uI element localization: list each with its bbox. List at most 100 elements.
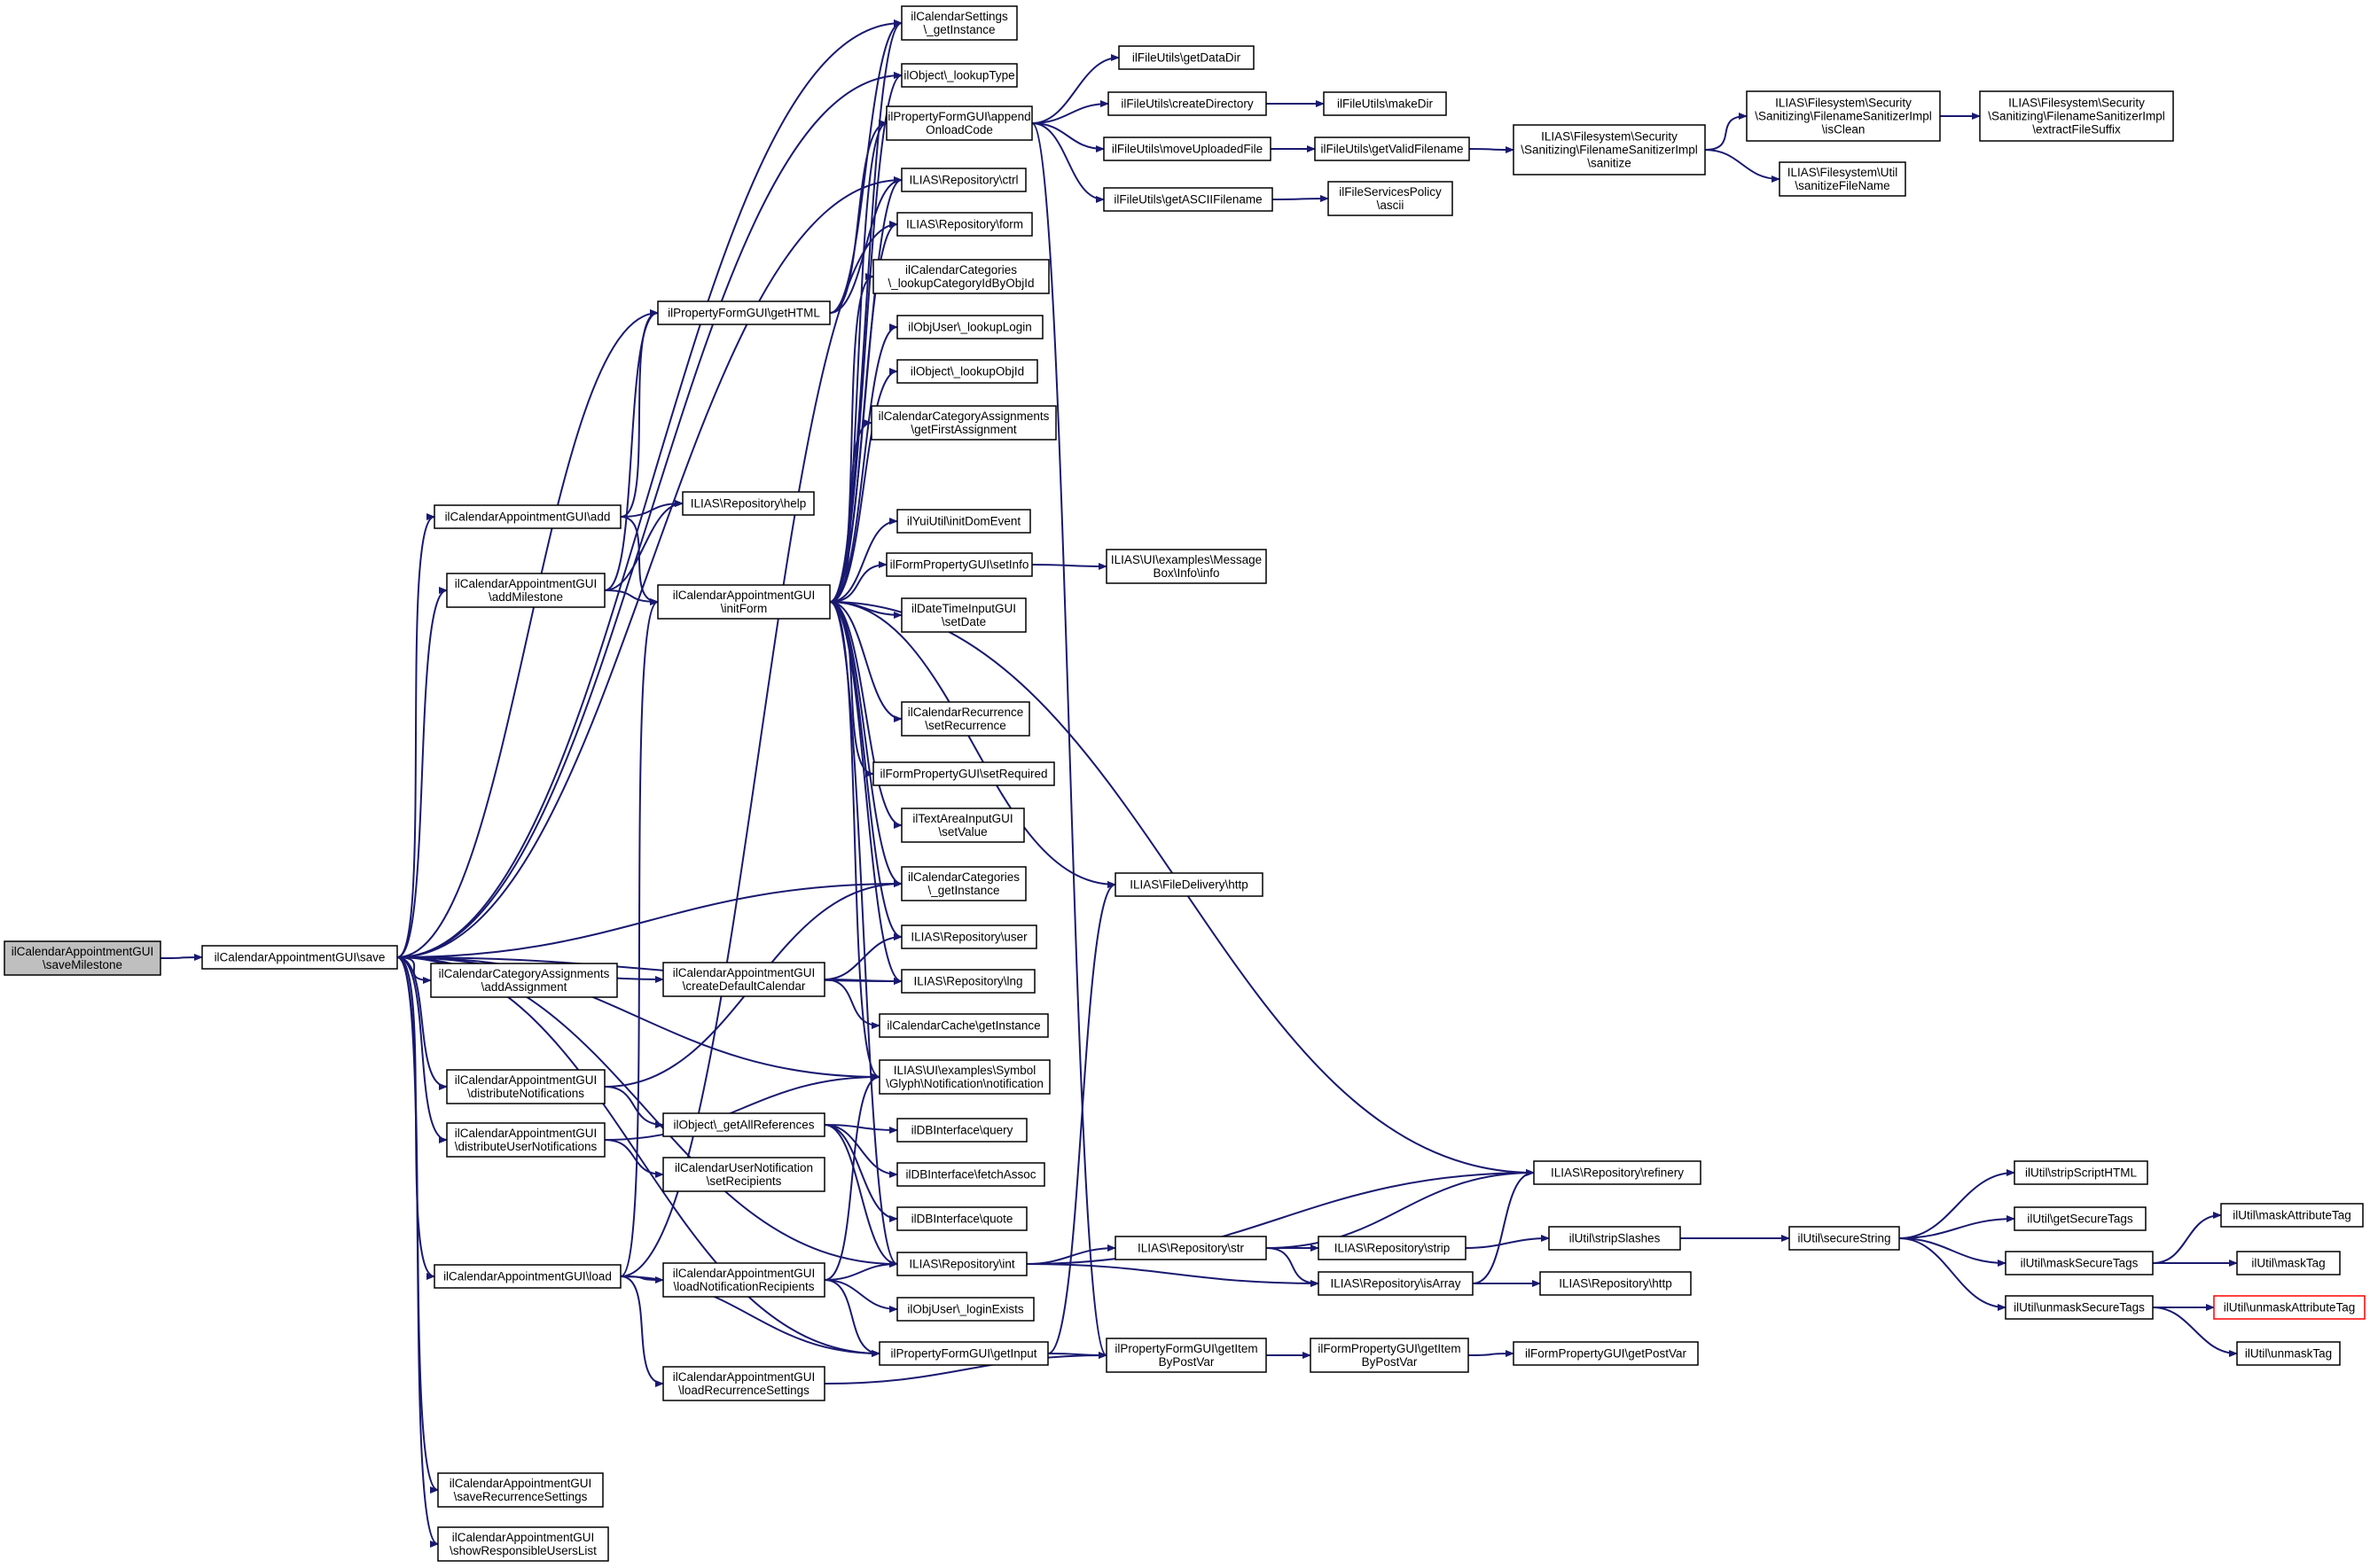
node-getHTML[interactable]: ilPropertyFormGUI\getHTML: [657, 300, 831, 325]
edge-secureString-to-maskSecure: [1898, 1237, 2006, 1267]
node-add[interactable]: ilCalendarAppointmentGUI\add: [434, 504, 622, 529]
node-getSecureTags[interactable]: ilUtil\getSecureTags: [2014, 1206, 2147, 1231]
node-fsAscii[interactable]: ilFileServicesPolicy\ascii: [1327, 181, 1453, 216]
node-setRequired[interactable]: ilFormPropertyGUI\setRequired: [872, 761, 1055, 786]
node-box: [1115, 872, 1263, 897]
node-repoHttp[interactable]: ILIAS\Repository\http: [1539, 1271, 1692, 1296]
edge-initForm-to-repoInt: [829, 601, 898, 1268]
node-box: [2005, 1251, 2154, 1275]
node-box: [1513, 1341, 1699, 1366]
node-getPostVar[interactable]: ilFormPropertyGUI\getPostVar: [1513, 1341, 1699, 1366]
node-sanitize[interactable]: ILIAS\Filesystem\Security\Sanitizing\Fil…: [1513, 124, 1706, 176]
node-label-line: \ascii: [1377, 199, 1404, 212]
node-maskTag[interactable]: ilUtil\maskTag: [2236, 1251, 2341, 1275]
node-label-line: ilUtil\getSecureTags: [2027, 1213, 2133, 1226]
node-loadNotifRec[interactable]: ilCalendarAppointmentGUI\loadNotificatio…: [662, 1262, 825, 1298]
node-addMilestone[interactable]: ilCalendarAppointmentGUI\addMilestone: [446, 573, 606, 608]
node-label-line: ilCalendarAppointmentGUI: [12, 945, 154, 958]
node-createDir[interactable]: ilFileUtils\createDirectory: [1107, 91, 1267, 116]
node-isClean[interactable]: ILIAS\Filesystem\Security\Sanitizing\Fil…: [1746, 90, 1941, 142]
node-repoInt[interactable]: ILIAS\Repository\int: [896, 1252, 1028, 1276]
node-unmaskSecure[interactable]: ilUtil\unmaskSecureTags: [2005, 1295, 2154, 1320]
node-saveRecSet[interactable]: ilCalendarAppointmentGUI\saveRecurrenceS…: [437, 1472, 604, 1508]
node-setInfo[interactable]: ilFormPropertyGUI\setInfo: [886, 552, 1033, 577]
edge-repoIsArray-to-refinery: [1472, 1169, 1535, 1284]
node-saveMilestone[interactable]: ilCalendarAppointmentGUI\saveMilestone: [4, 940, 161, 976]
node-getAsciiFn[interactable]: ilFileUtils\getASCIIFilename: [1103, 187, 1273, 212]
node-label-line: ilUtil\unmaskAttributeTag: [2224, 1301, 2356, 1314]
node-sanitizeFn[interactable]: ILIAS\Filesystem\Util\sanitizeFileName: [1779, 161, 1906, 197]
node-showResp[interactable]: ilCalendarAppointmentGUI\showResponsible…: [437, 1526, 609, 1562]
node-getValidFn[interactable]: ilFileUtils\getValidFilename: [1314, 137, 1470, 161]
node-refinery[interactable]: ILIAS\Repository\refinery: [1533, 1160, 1701, 1185]
node-calCache[interactable]: ilCalendarCache\getInstance: [879, 1013, 1049, 1038]
node-box: [446, 573, 606, 608]
node-calSettings[interactable]: ilCalendarSettings\_getInstance: [901, 5, 1018, 41]
node-repoHelp[interactable]: ILIAS\Repository\help: [682, 491, 815, 516]
node-loginExists[interactable]: ilObjUser\_loginExists: [896, 1297, 1035, 1322]
node-repoUser[interactable]: ILIAS\Repository\user: [901, 924, 1037, 949]
node-fdHttp[interactable]: ILIAS\FileDelivery\http: [1115, 872, 1263, 897]
node-stripScript[interactable]: ilUtil\stripScriptHTML: [2014, 1160, 2148, 1185]
edge-secureString-to-stripScript: [1898, 1169, 2015, 1239]
node-moveUploaded[interactable]: ilFileUtils\moveUploadedFile: [1103, 137, 1271, 161]
node-box: [2236, 1341, 2341, 1366]
node-lookupObjId[interactable]: ilObject\_lookupObjId: [896, 359, 1038, 384]
node-load[interactable]: ilCalendarAppointmentGUI\load: [434, 1264, 622, 1289]
node-label-line: \setRecipients: [707, 1174, 782, 1188]
node-setValue[interactable]: ilTextAreaInputGUI\setValue: [901, 807, 1025, 843]
node-getAllRefs[interactable]: ilObject\_getAllReferences: [662, 1112, 825, 1137]
node-box: [657, 300, 831, 325]
node-getDataDir[interactable]: ilFileUtils\getDataDir: [1118, 45, 1255, 70]
node-lookupCatId[interactable]: ilCalendarCategories\_lookupCategoryIdBy…: [872, 259, 1050, 294]
node-lookupType[interactable]: ilObject\_lookupType: [901, 63, 1018, 88]
node-box: [1107, 91, 1267, 116]
node-getFirstAssign[interactable]: ilCalendarCategoryAssignments\getFirstAs…: [871, 405, 1057, 441]
node-setDate[interactable]: ilDateTimeInputGUI\setDate: [901, 597, 1027, 633]
nodes-layer: ilCalendarAppointmentGUI\saveMilestoneil…: [4, 5, 2366, 1562]
node-getInput[interactable]: ilPropertyFormGUI\getInput: [879, 1341, 1049, 1366]
node-makeDir[interactable]: ilFileUtils\makeDir: [1323, 91, 1447, 116]
node-box: [872, 259, 1050, 294]
node-initForm[interactable]: ilCalendarAppointmentGUI\initForm: [657, 584, 831, 620]
node-dbQuery[interactable]: ilDBInterface\query: [896, 1118, 1028, 1143]
node-maskAttr[interactable]: ilUtil\maskAttributeTag: [2220, 1203, 2364, 1228]
node-setRecurrence[interactable]: ilCalendarRecurrence\setRecurrence: [901, 701, 1030, 737]
edge-setInfo-to-msgInfo: [1031, 562, 1107, 570]
node-notification[interactable]: ILIAS\UI\examples\Symbol\Glyph\Notificat…: [879, 1059, 1051, 1095]
node-label-line: ilObject\_lookupObjId: [911, 365, 1024, 378]
node-secureString[interactable]: ilUtil\secureString: [1788, 1226, 1900, 1251]
node-repoLng[interactable]: ILIAS\Repository\lng: [901, 969, 1036, 994]
node-repoForm[interactable]: ILIAS\Repository\form: [896, 212, 1033, 237]
edge-save-to-calCatInst: [396, 880, 903, 958]
node-calCatInst[interactable]: ilCalendarCategories\_getInstance: [901, 866, 1027, 901]
node-addAssignment[interactable]: ilCalendarCategoryAssignments\addAssignm…: [430, 963, 618, 998]
node-distUserNotif[interactable]: ilCalendarAppointmentGUI\distributeUserN…: [446, 1122, 606, 1158]
node-dbFetch[interactable]: ilDBInterface\fetchAssoc: [896, 1162, 1045, 1187]
node-label-line: ilFileUtils\createDirectory: [1121, 98, 1254, 111]
node-createDefCal[interactable]: ilCalendarAppointmentGUI\createDefaultCa…: [662, 962, 825, 997]
node-maskSecure[interactable]: ilUtil\maskSecureTags: [2005, 1251, 2154, 1275]
node-loadRecSet[interactable]: ilCalendarAppointmentGUI\loadRecurrenceS…: [662, 1366, 825, 1401]
node-box: [879, 1059, 1051, 1095]
node-lookupLogin[interactable]: ilObjUser\_lookupLogin: [896, 315, 1044, 339]
node-extractSuffix[interactable]: ILIAS\Filesystem\Security\Sanitizing\Fil…: [1979, 90, 2174, 142]
node-distNotif[interactable]: ilCalendarAppointmentGUI\distributeNotif…: [446, 1069, 606, 1104]
node-unmaskAttr[interactable]: ilUtil\unmaskAttributeTag: [2213, 1295, 2366, 1320]
node-save[interactable]: ilCalendarAppointmentGUI\save: [201, 945, 398, 970]
node-repoStrip[interactable]: ILIAS\Repository\strip: [1318, 1236, 1467, 1260]
edge-save-to-lookupType: [396, 72, 903, 958]
edge-saveMilestone-to-save: [160, 954, 203, 962]
node-unmaskTag[interactable]: ilUtil\unmaskTag: [2236, 1341, 2341, 1366]
node-repoStr[interactable]: ILIAS\Repository\str: [1115, 1236, 1267, 1260]
node-dbQuote[interactable]: ilDBInterface\quote: [896, 1206, 1028, 1231]
node-initDomEvent[interactable]: ilYuiUtil\initDomEvent: [896, 509, 1031, 534]
node-repoCtrl[interactable]: ILIAS\Repository\ctrl: [901, 168, 1027, 192]
node-setRecipients[interactable]: ilCalendarUserNotification\setRecipients: [662, 1157, 825, 1192]
node-repoIsArray[interactable]: ILIAS\Repository\isArray: [1318, 1271, 1474, 1296]
node-stripSlashes[interactable]: ilUtil\stripSlashes: [1548, 1226, 1681, 1251]
